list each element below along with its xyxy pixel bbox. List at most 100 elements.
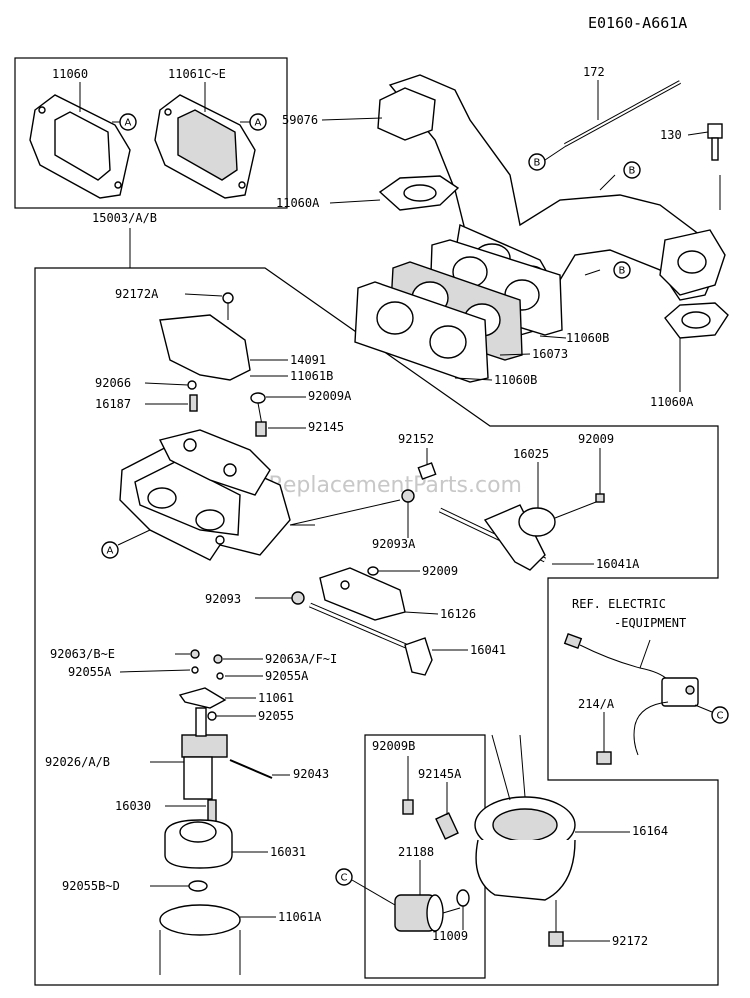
needle-92043 — [229, 759, 273, 779]
gasket-set-frame — [14, 57, 288, 209]
leader-59076 — [321, 117, 383, 121]
leader-11060b-1 — [539, 335, 567, 339]
oring-92055a-right — [216, 672, 224, 680]
label-92172a: 92172A — [115, 287, 159, 301]
seal-92093a — [401, 489, 415, 503]
label-11009: 11009 — [432, 929, 468, 943]
callout-a-2-text: A — [255, 118, 262, 129]
callout-c-text: C — [717, 711, 724, 722]
gasket-11060a-top-port — [403, 184, 437, 202]
lever-16126-hole — [340, 580, 350, 590]
label-21188: 21188 — [398, 845, 434, 859]
label-92063be: 92063/B~E — [50, 647, 115, 661]
oring-92055bd — [188, 880, 208, 892]
screw-92172a — [222, 292, 234, 304]
leader-b3 — [584, 269, 601, 276]
leader-92172a — [184, 293, 223, 297]
gasket-11061a — [159, 904, 241, 936]
label-59076: 59076 — [282, 113, 318, 127]
seal-92093 — [291, 591, 305, 605]
gasket-11061c — [154, 94, 256, 199]
label-15003: 15003/A/B — [92, 211, 157, 225]
leader-16073 — [499, 353, 531, 356]
label-11060a-top: 11060A — [276, 196, 320, 210]
wiring-harness — [563, 633, 699, 756]
screw-92009-mid — [367, 566, 379, 576]
label-16025: 16025 — [513, 447, 549, 461]
label-92055a-right: 92055A — [265, 669, 309, 683]
jet-92063be — [190, 649, 200, 659]
bracket-14091 — [159, 314, 251, 381]
shaft-16041-inner — [309, 603, 421, 654]
label-16187: 16187 — [95, 397, 131, 411]
label-11060b-2: 11060B — [494, 373, 537, 387]
leader-a3 — [117, 529, 151, 546]
screw-92009b — [402, 799, 414, 815]
leader-130 — [687, 131, 709, 136]
label-16031: 16031 — [270, 845, 306, 859]
jet-92063afi — [213, 654, 223, 664]
leader-11060a-top — [329, 199, 381, 204]
callout-c — [711, 706, 729, 724]
watermark: eReplacementParts.com — [255, 473, 522, 498]
leader-c — [694, 704, 713, 713]
lever-16041a — [483, 504, 546, 571]
shaft-16041-lever — [404, 637, 433, 676]
label-11060: 11060 — [52, 67, 88, 81]
shaft-leader — [289, 499, 401, 526]
callout-b-1-text: B — [534, 158, 541, 169]
carburetor-body — [119, 429, 291, 561]
fuel-bowl-subframe — [364, 734, 486, 979]
label-16164: 16164 — [632, 824, 668, 838]
label-92009a: 92009A — [308, 389, 352, 403]
leader-92009-right-b — [554, 501, 597, 519]
guide-16164-b — [519, 734, 526, 798]
label-92093a: 92093A — [372, 537, 416, 551]
ref-electric-line2: -EQUIPMENT — [614, 616, 686, 630]
label-92055a-left: 92055A — [68, 665, 112, 679]
gasket-11060b-2 — [354, 281, 489, 383]
label-16073: 16073 — [532, 347, 568, 361]
oring-92055 — [207, 711, 217, 721]
label-11061a: 11061A — [278, 910, 322, 924]
bolt-92172 — [548, 931, 564, 947]
screw-16187 — [189, 394, 198, 412]
callout-b-1 — [528, 153, 546, 171]
screw-92009a — [250, 392, 266, 404]
leader-b2 — [599, 174, 616, 191]
washer-11009 — [456, 889, 470, 907]
callout-b-3-text: B — [619, 266, 626, 277]
label-11060a-right: 11060A — [650, 395, 694, 409]
guide-16164-a — [491, 734, 511, 801]
label-92043: 92043 — [293, 767, 329, 781]
screw-92009-right — [595, 493, 605, 503]
label-92063afi: 92063A/F~I — [265, 652, 337, 666]
label-214a: 214/A — [578, 697, 615, 711]
callout-a-3-text: A — [107, 546, 114, 557]
label-92009-right: 92009 — [578, 432, 614, 446]
callout-b-2 — [623, 161, 641, 179]
label-92055bd: 92055B~D — [62, 879, 120, 893]
carburetor-assembly-frame — [34, 267, 719, 986]
callout-a-1-text: A — [125, 118, 132, 129]
callout-a-3 — [101, 541, 119, 559]
label-92009b: 92009B — [372, 739, 415, 753]
solenoid-21188 — [394, 894, 461, 932]
gasket-11060a-right-port — [681, 311, 711, 329]
label-92093: 92093 — [205, 592, 241, 606]
spring-92145a — [435, 812, 459, 840]
float-16031 — [164, 819, 233, 869]
label-11061c: 11061C~E — [168, 67, 226, 81]
diagram-id: E0160-A661A — [588, 14, 687, 32]
label-130: 130 — [660, 128, 682, 142]
label-92026: 92026/A/B — [45, 755, 110, 769]
leader-16126 — [404, 611, 439, 615]
label-16041a: 16041A — [596, 557, 640, 571]
bolt-130-head — [707, 123, 723, 139]
oring-92055a-left — [191, 666, 199, 674]
plate-16025 — [518, 507, 556, 537]
leader-b1 — [544, 145, 567, 161]
label-92172: 92172 — [612, 934, 648, 948]
callout-c-2 — [335, 868, 353, 886]
